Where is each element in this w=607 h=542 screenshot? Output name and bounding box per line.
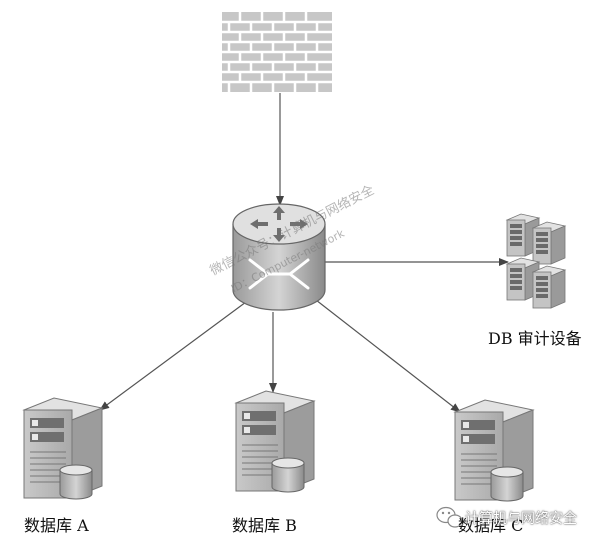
link-router-db-c	[315, 299, 461, 413]
database-server-b-icon	[235, 390, 315, 493]
database-server-a-icon	[23, 397, 103, 500]
server-cluster-icon	[506, 213, 566, 309]
database-server-c-icon	[454, 399, 534, 502]
label-db-a: 数据库 A	[24, 516, 89, 535]
wechat-icon	[436, 506, 463, 528]
label-db-c: 数据库 C	[458, 516, 524, 535]
router-icon	[232, 203, 326, 311]
firewall-icon	[222, 12, 332, 92]
link-router-db-a	[99, 301, 247, 411]
watermark-footer: 计算机与网络安全	[465, 511, 577, 527]
label-db-audit: DB 审计设备	[488, 329, 582, 348]
label-db-b: 数据库 B	[232, 516, 297, 535]
